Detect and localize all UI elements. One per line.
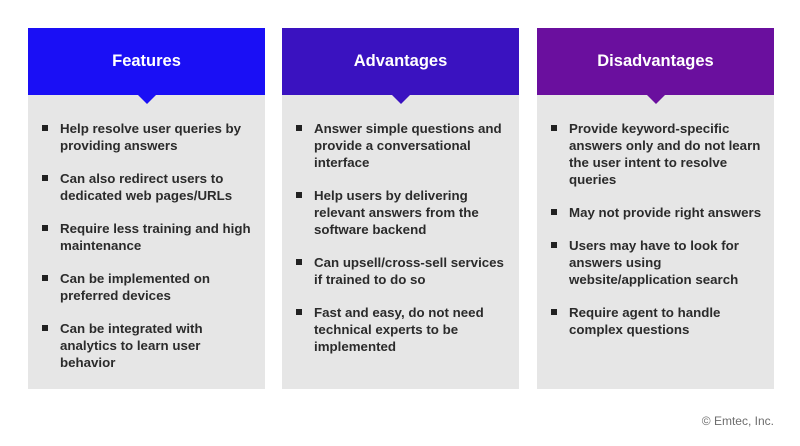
list-item: Answer simple questions and provide a co… [296, 120, 507, 171]
list-item-text: Require agent to handle complex question… [569, 305, 721, 337]
list-item-text: Users may have to look for answers using… [569, 238, 739, 287]
list-item-text: May not provide right answers [569, 205, 762, 220]
list-item: Can upsell/cross-sell services if traine… [296, 254, 507, 288]
list-item-text: Provide keyword-specific answers only an… [569, 121, 761, 187]
list-item-text: Help users by delivering relevant answer… [314, 188, 479, 237]
copyright-text: © Emtec, Inc. [701, 414, 774, 428]
list-item-text: Fast and easy, do not need technical exp… [314, 305, 484, 354]
list-item-text: Can upsell/cross-sell services if traine… [314, 255, 504, 287]
list-item-text: Require less training and high maintenan… [60, 221, 251, 253]
advantages-title: Advantages [353, 52, 448, 70]
list-item-text: Can be integrated with analytics to lear… [60, 321, 203, 370]
list-item: Can be integrated with analytics to lear… [42, 320, 253, 371]
list-item: May not provide right answers [551, 204, 762, 221]
bullet-icon [42, 275, 48, 281]
list-item: Users may have to look for answers using… [551, 237, 762, 288]
header-pointer [645, 94, 666, 104]
bullet-icon [551, 309, 557, 315]
bullet-icon [296, 125, 302, 131]
features-header: Features [28, 28, 265, 104]
list-item: Help resolve user queries by providing a… [42, 120, 253, 154]
bullet-icon [296, 259, 302, 265]
list-item: Fast and easy, do not need technical exp… [296, 304, 507, 355]
list-item: Provide keyword-specific answers only an… [551, 120, 762, 188]
features-list: Help resolve user queries by providing a… [28, 95, 265, 371]
disadvantages-header: Disadvantages [537, 28, 774, 104]
bullet-icon [42, 225, 48, 231]
list-item-text: Can be implemented on preferred devices [60, 271, 210, 303]
list-item: Can also redirect users to dedicated web… [42, 170, 253, 204]
bullet-icon [296, 309, 302, 315]
bullet-icon [551, 242, 557, 248]
list-item-text: Can also redirect users to dedicated web… [60, 171, 233, 203]
bullet-icon [296, 192, 302, 198]
list-item: Require agent to handle complex question… [551, 304, 762, 338]
header-pointer [136, 94, 157, 104]
advantages-card: Advantages Answer simple questions and p… [282, 28, 519, 389]
disadvantages-title: Disadvantages [597, 52, 714, 70]
advantages-header: Advantages [282, 28, 519, 104]
bullet-icon [551, 125, 557, 131]
list-item: Require less training and high maintenan… [42, 220, 253, 254]
features-title: Features [112, 52, 181, 70]
header-pointer [390, 94, 411, 104]
features-card: Features Help resolve user queries by pr… [28, 28, 265, 389]
list-item-text: Help resolve user queries by providing a… [60, 121, 242, 153]
bullet-icon [42, 175, 48, 181]
advantages-list: Answer simple questions and provide a co… [282, 95, 519, 355]
disadvantages-list: Provide keyword-specific answers only an… [537, 95, 774, 338]
list-item: Can be implemented on preferred devices [42, 270, 253, 304]
bullet-icon [42, 125, 48, 131]
list-item-text: Answer simple questions and provide a co… [314, 121, 502, 170]
bullet-icon [551, 209, 557, 215]
bullet-icon [42, 325, 48, 331]
list-item: Help users by delivering relevant answer… [296, 187, 507, 238]
disadvantages-card: Disadvantages Provide keyword-specific a… [537, 28, 774, 389]
